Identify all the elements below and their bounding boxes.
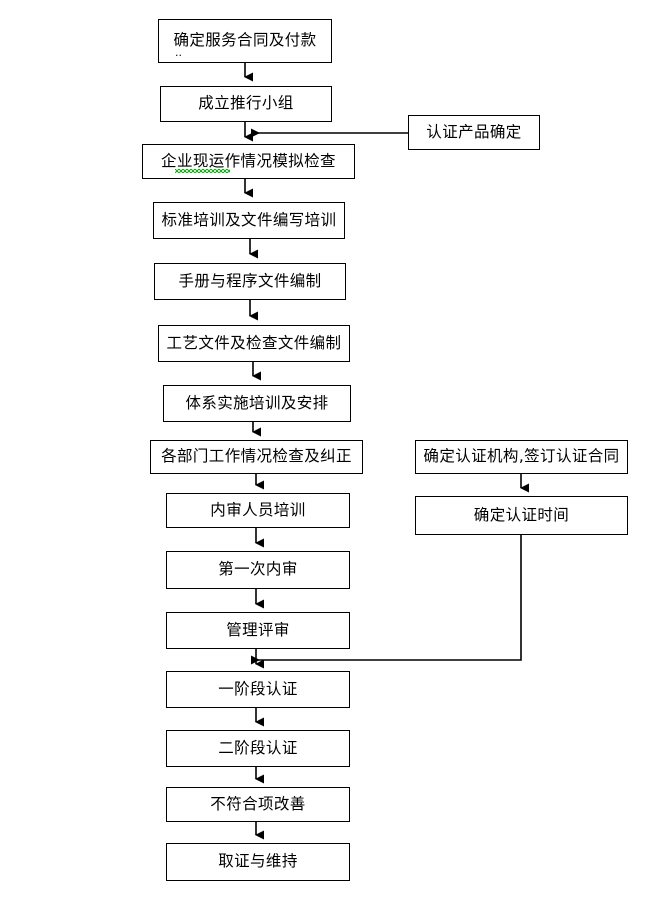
- node-label: 内审人员培训: [210, 500, 306, 519]
- node-confirm-service-contract-payment[interactable]: 确定服务合同及付款: [158, 19, 332, 63]
- node-label: 成立推行小组: [198, 94, 294, 113]
- node-certified-product-determination[interactable]: 认证产品确定: [408, 115, 540, 150]
- node-label: 工艺文件及检查文件编制: [166, 333, 342, 352]
- node-obtain-certificate-and-maintain[interactable]: 取证与维持: [166, 843, 350, 881]
- node-label: 二阶段认证: [218, 738, 298, 757]
- node-label: 不符合项改善: [210, 794, 306, 813]
- node-nonconformity-improvement[interactable]: 不符合项改善: [166, 787, 350, 822]
- node-label: 确定服务合同及付款: [173, 31, 317, 50]
- node-label: 确定认证时间: [473, 505, 570, 524]
- node-label: 取证与维持: [218, 852, 298, 871]
- node-stage-two-certification[interactable]: 二阶段认证: [166, 730, 350, 767]
- connector-r3-n12: [251, 535, 522, 665]
- node-label: 手册与程序文件编制: [178, 271, 322, 290]
- node-label: 体系实施培训及安排: [185, 393, 329, 412]
- node-standard-and-document-writing-training[interactable]: 标准培训及文件编写培训: [153, 202, 345, 239]
- node-confirm-service-contract-payment-note: ..: [175, 46, 182, 59]
- node-process-and-inspection-document-preparation[interactable]: 工艺文件及检查文件编制: [158, 325, 350, 362]
- node-management-review[interactable]: 管理评审: [166, 612, 350, 649]
- node-simulate-inspection-current-operation[interactable]: 企业现运作情况模拟检查: [142, 144, 355, 179]
- node-department-work-inspection-correction[interactable]: 各部门工作情况检查及纠正: [150, 440, 363, 474]
- node-select-certification-body-sign-contract[interactable]: 确定认证机构,签订认证合同: [415, 440, 628, 474]
- node-first-internal-audit[interactable]: 第一次内审: [166, 551, 350, 589]
- node-label: 确定认证机构,签订认证合同: [423, 447, 620, 466]
- node-establish-implementation-team[interactable]: 成立推行小组: [160, 86, 332, 122]
- node-label: 第一次内审: [218, 560, 298, 579]
- node-manual-and-procedure-document-preparation[interactable]: 手册与程序文件编制: [154, 263, 346, 300]
- node-label: 标准培训及文件编写培训: [161, 210, 337, 229]
- node-label: 各部门工作情况检查及纠正: [161, 447, 352, 466]
- node-system-implementation-training-arrangement[interactable]: 体系实施培训及安排: [163, 385, 351, 422]
- node-internal-auditor-training[interactable]: 内审人员培训: [166, 493, 350, 528]
- node-label: 一阶段认证: [218, 679, 298, 698]
- node-label: 认证产品确定: [426, 122, 522, 141]
- node-label: 企业现运作情况模拟检查: [161, 151, 336, 170]
- node-determine-certification-time[interactable]: 确定认证时间: [415, 496, 628, 535]
- node-stage-one-certification[interactable]: 一阶段认证: [166, 671, 350, 708]
- node-label: 管理评审: [226, 620, 290, 639]
